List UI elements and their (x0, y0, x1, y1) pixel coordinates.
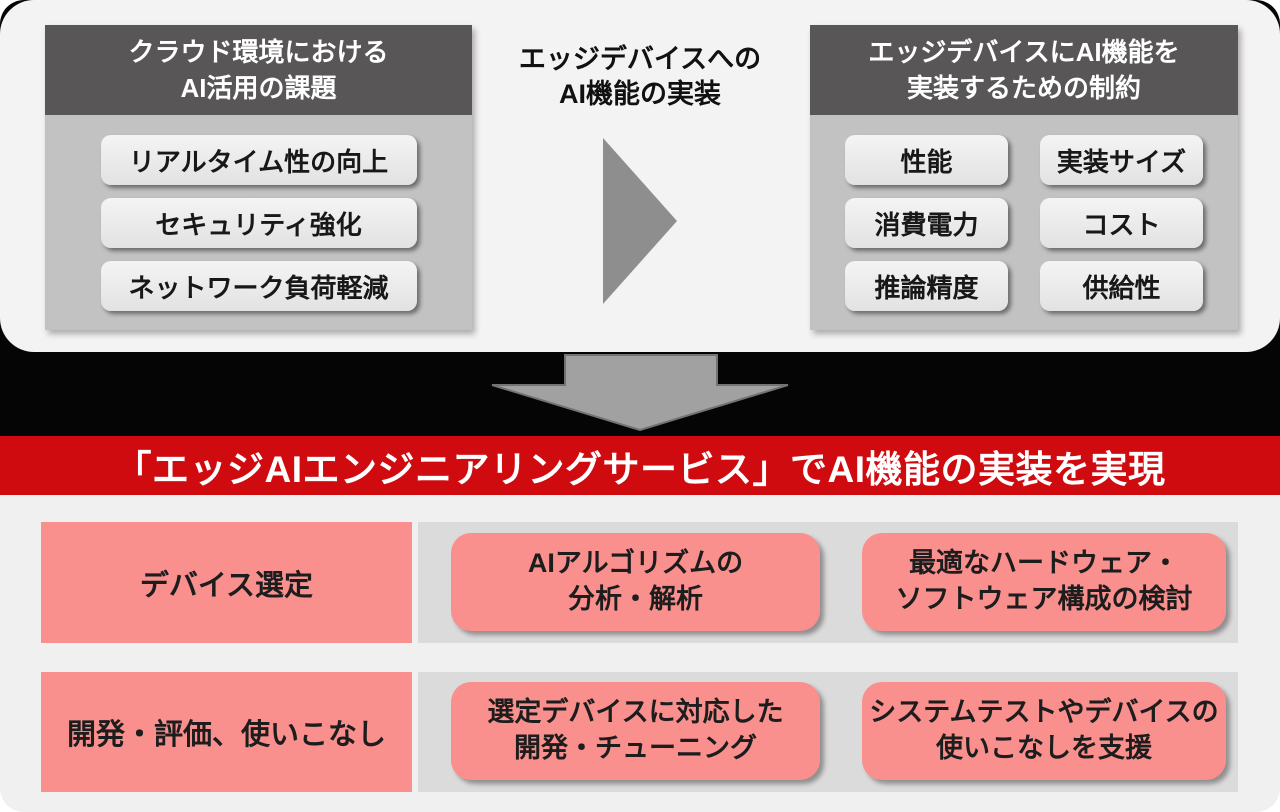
process-step-dev-tuning: 選定デバイスに対応した 開発・チューニング (451, 682, 820, 780)
top-panel: クラウド環境における AI活用の課題 リアルタイム性の向上 セキュリティ強化 ネ… (0, 0, 1280, 352)
edge-implementation-label: エッジデバイスへの AI機能の実装 (518, 44, 762, 110)
constraint-chip-accuracy: 推論精度 (845, 261, 1008, 311)
edge-constraints-body: 性能 実装サイズ 消費電力 コスト 推論精度 供給性 (810, 115, 1238, 330)
down-arrow-icon (491, 354, 789, 431)
challenge-chip-network: ネットワーク負荷軽減 (100, 261, 417, 311)
constraint-chip-supply: 供給性 (1040, 261, 1203, 311)
constraint-chip-cost: コスト (1040, 198, 1203, 248)
right-arrow-icon (603, 138, 677, 304)
cloud-challenges-box: クラウド環境における AI活用の課題 リアルタイム性の向上 セキュリティ強化 ネ… (45, 25, 472, 330)
cloud-challenges-title: クラウド環境における AI活用の課題 (45, 25, 472, 115)
edge-constraints-box: エッジデバイスにAI機能を 実装するための制約 性能 実装サイズ 消費電力 コス… (810, 25, 1238, 330)
challenge-chip-security: セキュリティ強化 (100, 198, 417, 248)
process-row-label-device-selection: デバイス選定 (41, 522, 412, 643)
constraint-chip-power: 消費電力 (845, 198, 1008, 248)
process-step-test-support: システムテストやデバイスの 使いこなしを支援 (862, 682, 1226, 780)
constraint-chip-performance: 性能 (845, 135, 1008, 185)
process-step-hw-sw-study: 最適なハードウェア・ ソフトウェア構成の検討 (862, 533, 1226, 631)
service-banner: 「エッジAIエンジニアリングサービス」でAI機能の実装を実現 (0, 436, 1280, 495)
edge-constraints-title: エッジデバイスにAI機能を 実装するための制約 (810, 25, 1238, 115)
process-row-label-development: 開発・評価、使いこなし (41, 672, 412, 792)
cloud-challenges-body: リアルタイム性の向上 セキュリティ強化 ネットワーク負荷軽減 (45, 115, 472, 330)
challenge-chip-realtime: リアルタイム性の向上 (100, 135, 417, 185)
constraint-chip-size: 実装サイズ (1040, 135, 1203, 185)
process-step-ai-analysis: AIアルゴリズムの 分析・解析 (451, 533, 820, 631)
